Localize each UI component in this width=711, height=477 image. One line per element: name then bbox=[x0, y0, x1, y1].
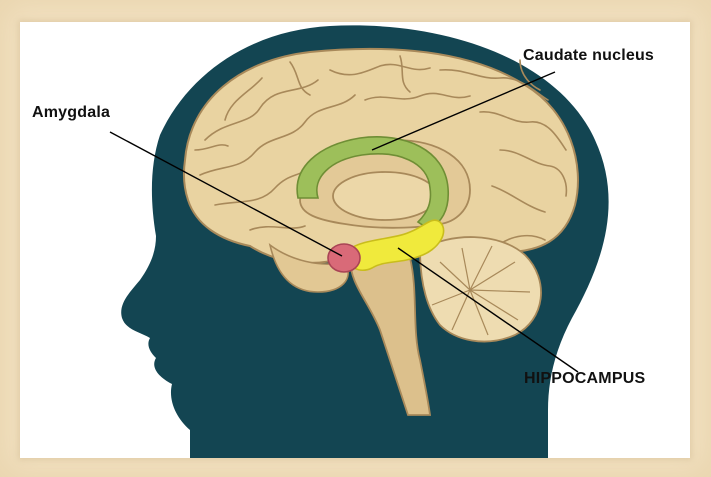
hippocampus-label: HIPPOCAMPUS bbox=[524, 370, 645, 388]
amygdala-label: Amygdala bbox=[32, 104, 110, 122]
caudate-nucleus-label: Caudate nucleus bbox=[523, 47, 654, 65]
amygdala bbox=[328, 244, 360, 272]
thalamus bbox=[333, 172, 437, 220]
